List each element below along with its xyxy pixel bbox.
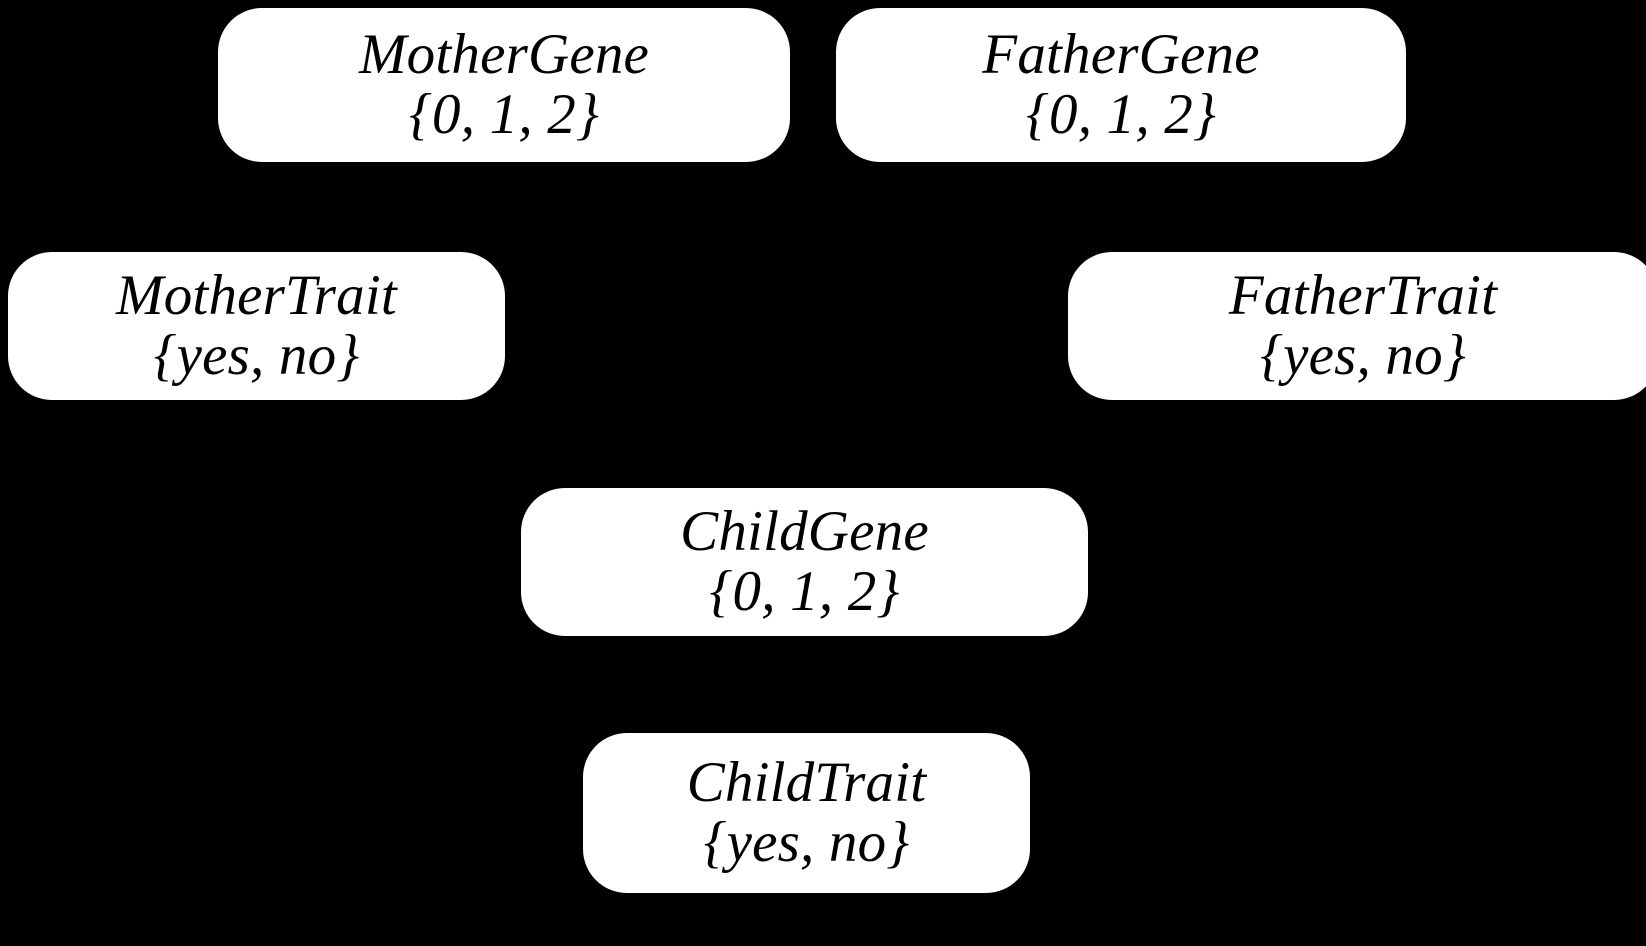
node-father-gene[interactable]: FatherGene {0, 1, 2}	[836, 8, 1406, 162]
node-father-trait-label: FatherTrait	[1228, 263, 1498, 327]
node-father-trait[interactable]: FatherTrait {yes, no}	[1068, 252, 1646, 400]
edge-mothergene-childgene	[558, 161, 702, 489]
node-child-trait[interactable]: ChildTrait {yes, no}	[583, 733, 1030, 893]
node-child-trait-domain: {yes, no}	[703, 811, 910, 874]
node-child-gene-label: ChildGene	[680, 499, 929, 563]
node-father-trait-domain: {yes, no}	[1260, 324, 1466, 387]
node-mother-trait[interactable]: MotherTrait {yes, no}	[8, 252, 505, 400]
node-child-gene[interactable]: ChildGene {0, 1, 2}	[521, 488, 1088, 636]
edge-fathergene-fathertrait	[1179, 160, 1364, 254]
node-child-gene-domain: {0, 1, 2}	[709, 560, 900, 623]
node-mother-trait-label: MotherTrait	[116, 263, 397, 327]
node-mother-gene-domain: {0, 1, 2}	[409, 83, 599, 146]
edge-mothergene-mothertrait	[255, 160, 421, 254]
node-mother-gene-label: MotherGene	[358, 22, 650, 86]
node-mother-gene[interactable]: MotherGene {0, 1, 2}	[218, 8, 790, 162]
node-mother-trait-domain: {yes, no}	[153, 324, 360, 387]
edge-fathergene-childgene	[908, 161, 1062, 489]
node-child-trait-label: ChildTrait	[686, 750, 927, 814]
node-father-gene-domain: {0, 1, 2}	[1026, 83, 1216, 146]
node-father-gene-label: FatherGene	[982, 22, 1260, 86]
